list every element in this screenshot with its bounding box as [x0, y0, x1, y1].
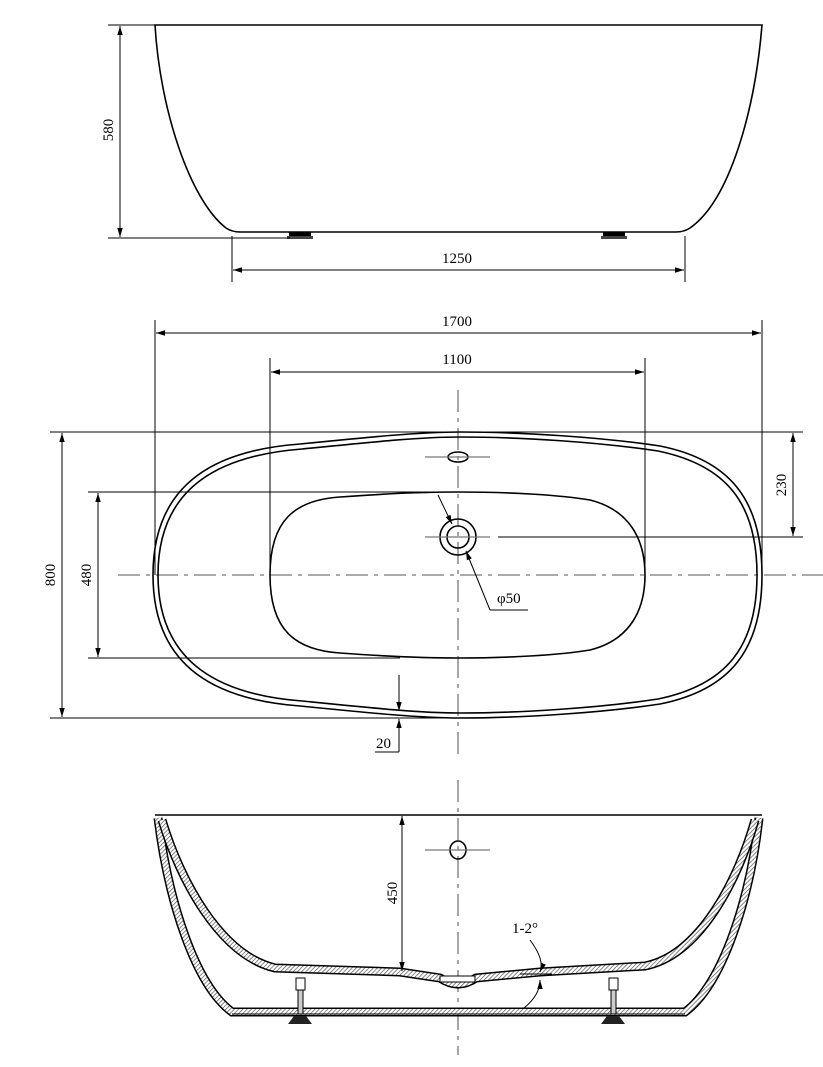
side-elevation-view: 580 1250 [101, 24, 763, 282]
dimension-label: 1-2° [512, 921, 538, 937]
dimension-overall-width: 800 [43, 431, 803, 719]
dimension-label: φ50 [497, 591, 521, 607]
dimension-label: 1100 [442, 352, 471, 368]
dimension-label: 230 [774, 474, 790, 497]
inner-rim [157, 436, 758, 714]
dimension-label: 1700 [442, 314, 472, 330]
dimension-depth: 450 [385, 816, 405, 971]
dimension-label: 480 [79, 564, 95, 587]
tub-outline [154, 24, 763, 233]
section-view: 450 1-2° [153, 780, 764, 1055]
dimension-label: 800 [43, 564, 59, 587]
leg-right [601, 977, 625, 1024]
dimension-rim-thickness: 20 [375, 675, 402, 753]
dimension-slope: 1-2° [512, 921, 552, 1009]
dimension-label: 1250 [442, 251, 472, 267]
dimension-overall-length: 1700 [154, 314, 763, 575]
plan-view: 1700 1100 800 480 230 φ50 [43, 314, 823, 760]
dimension-basin-width: 480 [79, 491, 440, 659]
foot-right [601, 232, 627, 239]
dimension-basin-length: 1100 [269, 352, 646, 575]
dimension-label: 20 [376, 736, 391, 752]
dimension-label: 580 [101, 119, 117, 142]
dimension-base-length: 1250 [231, 236, 686, 282]
dimension-drain-offset: 230 [774, 433, 796, 536]
dimension-height: 580 [101, 24, 290, 239]
dimension-label: 450 [385, 882, 401, 905]
drain-fitting [439, 975, 476, 983]
dimension-drain-diameter: φ50 [437, 494, 528, 611]
leg-left [288, 977, 312, 1024]
foot-left [287, 232, 313, 239]
